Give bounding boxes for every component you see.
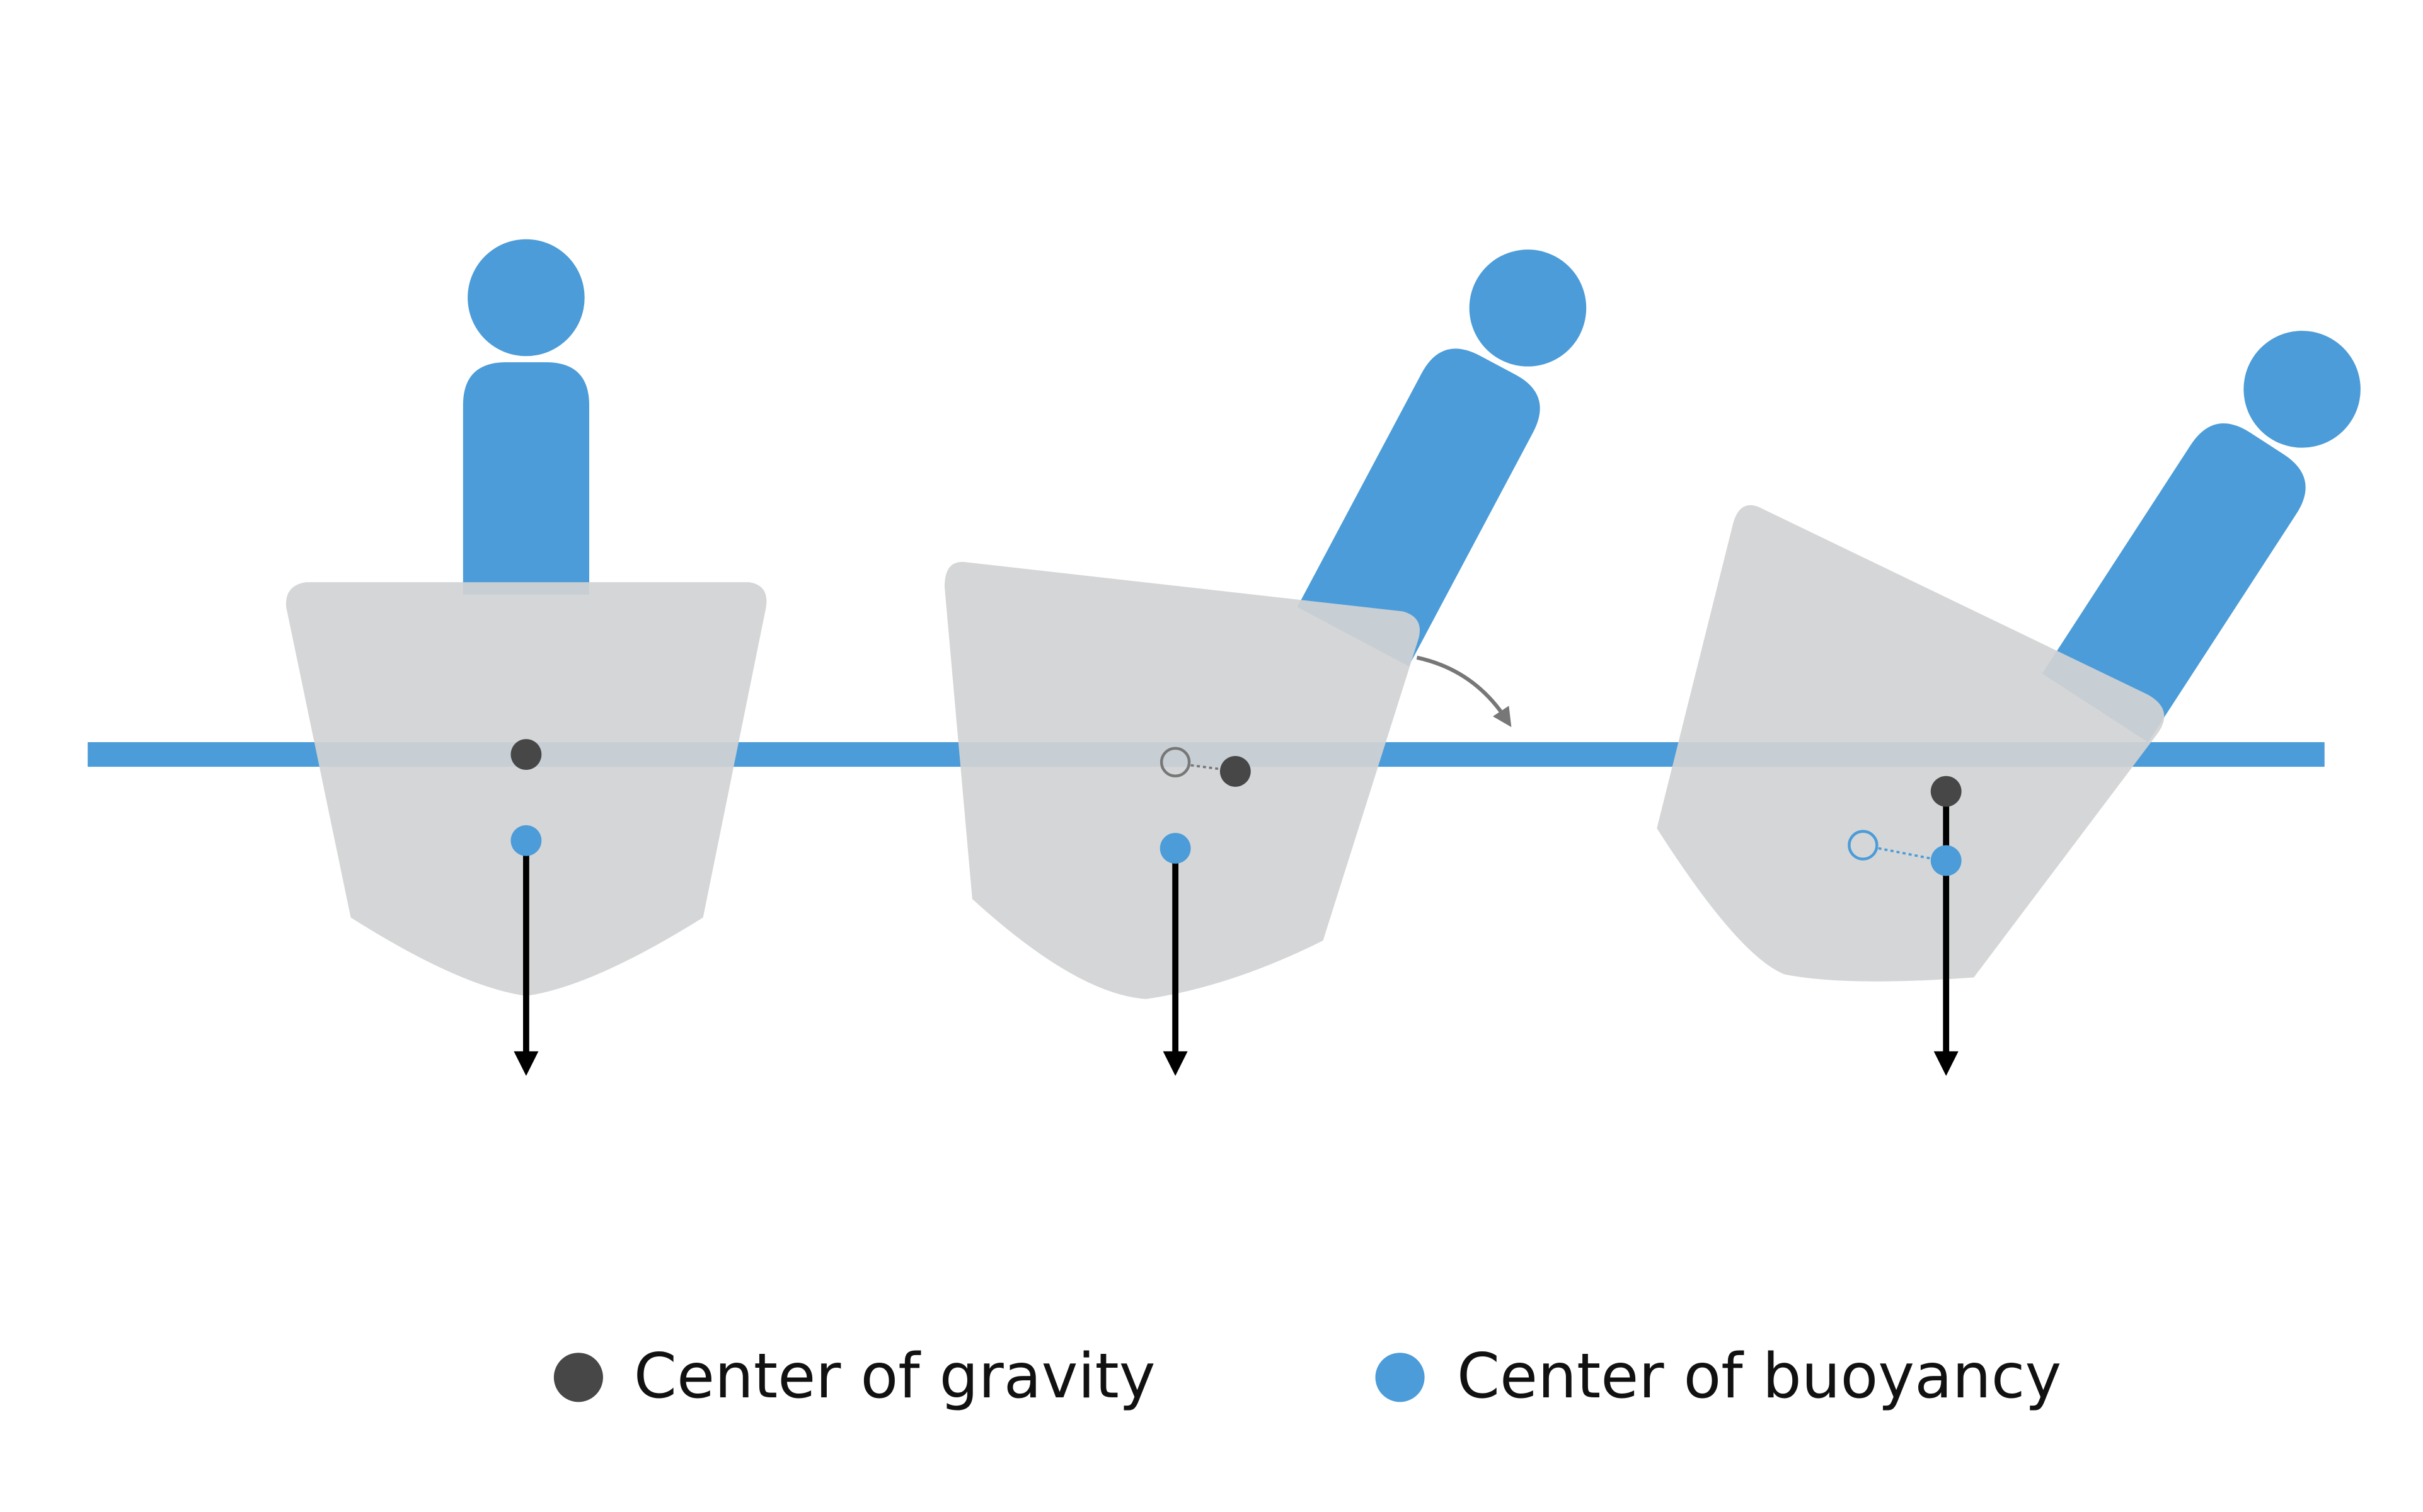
center-of-buoyancy-marker	[1930, 845, 1962, 876]
legend: Center of gravity Center of buoyancy	[553, 1341, 2061, 1412]
panel-upright	[285, 239, 767, 1076]
center-of-gravity-marker	[510, 739, 542, 770]
legend-gravity-swatch	[553, 1353, 603, 1402]
previous-center-of-gravity-marker	[1160, 747, 1191, 777]
person-body	[463, 362, 590, 595]
panel-leaning	[944, 249, 1587, 1076]
person-body	[1297, 348, 1540, 667]
center-of-buoyancy-marker	[510, 825, 542, 856]
person-body	[2042, 423, 2306, 743]
legend-gravity-label: Center of gravity	[634, 1341, 1156, 1412]
person-heeled	[2042, 331, 2361, 743]
center-of-gravity-marker	[1219, 756, 1251, 787]
center-of-gravity-marker	[1930, 776, 1962, 807]
hull-heeled	[1657, 505, 2165, 982]
person-head	[468, 239, 585, 357]
legend-buoyancy-label: Center of buoyancy	[1457, 1341, 2061, 1412]
legend-buoyancy-swatch	[1375, 1353, 1425, 1402]
person-leaning	[1297, 249, 1587, 667]
panel-heeled	[1657, 331, 2361, 1076]
person-head	[1469, 249, 1587, 367]
hull-upright	[285, 582, 767, 996]
hull-leaning	[944, 561, 1420, 999]
previous-center-of-buoyancy-marker	[1848, 830, 1879, 861]
heel-rotation-arrow	[1416, 655, 1512, 728]
center-of-buoyancy-marker	[1160, 833, 1191, 864]
person-upright	[463, 239, 590, 595]
person-head	[2243, 331, 2361, 448]
